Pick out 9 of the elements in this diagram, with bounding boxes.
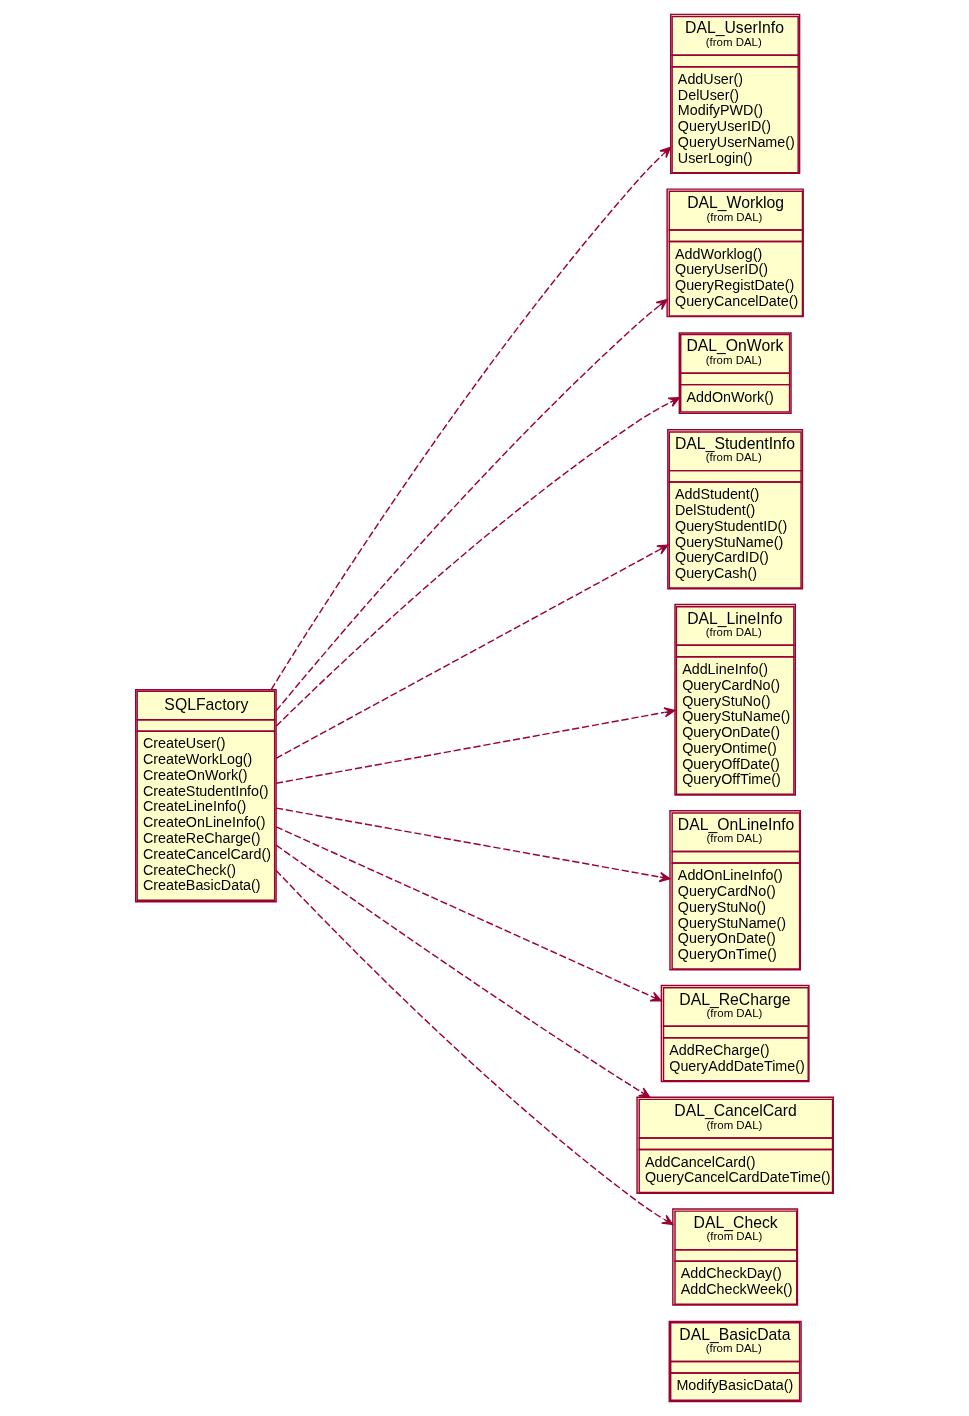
- arrow: [270, 146, 672, 691]
- arrow: [275, 844, 651, 1098]
- arrow: [275, 396, 680, 727]
- arrow: [275, 707, 676, 784]
- arrow: [275, 544, 669, 759]
- arrow: [275, 299, 668, 712]
- arrow: [275, 807, 671, 883]
- arrow: [275, 869, 674, 1226]
- arrow: [275, 826, 662, 1002]
